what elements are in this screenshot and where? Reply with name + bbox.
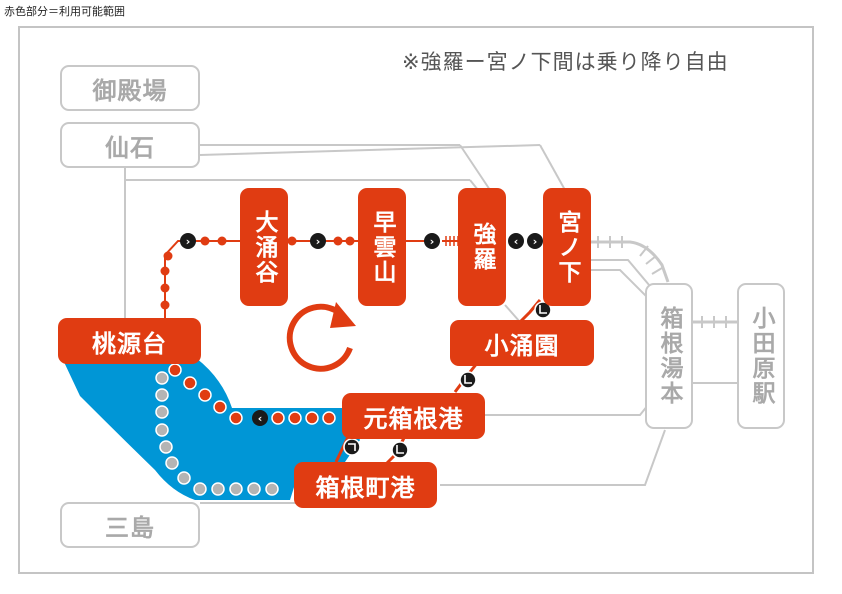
- station-miyanoshita[interactable]: 宮ノ下: [543, 188, 591, 306]
- svg-text:›: ›: [186, 235, 191, 248]
- svg-text:›: ›: [533, 235, 538, 248]
- road-motohakone-yumoto: [485, 399, 653, 416]
- road-hakonemachi-yumoto: [440, 429, 666, 486]
- map-caption: 赤色部分＝利用可能範囲: [4, 5, 125, 18]
- station-motohakone[interactable]: 元箱根港: [342, 393, 485, 439]
- station-mishima[interactable]: 三島: [60, 502, 200, 548]
- gray-roads: [124, 144, 740, 504]
- loop-arrow-icon: [286, 303, 353, 372]
- road-miyanoshita-yumoto-b: [590, 269, 651, 301]
- direction-arrow-icon: › › › ‹ › ‹: [180, 233, 543, 426]
- station-gora[interactable]: 強羅: [458, 188, 506, 306]
- svg-text:‹: ‹: [514, 235, 519, 248]
- station-owakudani[interactable]: 大涌谷: [240, 188, 288, 306]
- svg-text:›: ›: [430, 235, 435, 248]
- bus-route-corner-icon: [343, 301, 552, 459]
- station-togendai[interactable]: 桃源台: [58, 318, 201, 364]
- station-gotemba[interactable]: 御殿場: [60, 65, 200, 111]
- road-gora-kowakien: [504, 304, 521, 323]
- station-sounzan[interactable]: 早雲山: [358, 188, 406, 306]
- boat-route-gray: [155, 371, 279, 496]
- road-gora-connector: [459, 144, 491, 191]
- boat-route-red: [168, 363, 336, 425]
- ropeway-dots: [160, 236, 355, 310]
- station-odawara[interactable]: 小田原駅: [737, 283, 785, 429]
- lake-ashi: [64, 358, 360, 500]
- road-miyanoshita-yumoto-a: [590, 259, 656, 293]
- station-hakone-yumoto[interactable]: 箱根湯本: [645, 283, 693, 429]
- road-miyanoshita-connector: [539, 144, 566, 191]
- station-hakonemachi[interactable]: 箱根町港: [294, 462, 437, 508]
- rail-ties: [597, 236, 727, 328]
- free-ride-note: ※強羅ー宮ノ下間は乗り降り自由: [402, 50, 729, 74]
- svg-text:‹: ‹: [258, 412, 263, 425]
- loop-arrow-head: [330, 302, 356, 328]
- svg-text:›: ›: [316, 235, 321, 248]
- road-sengoku-miyanoshita: [199, 144, 541, 156]
- station-sengoku[interactable]: 仙石: [60, 122, 200, 168]
- station-kowakien[interactable]: 小涌園: [450, 320, 594, 366]
- map-frame: [18, 26, 814, 574]
